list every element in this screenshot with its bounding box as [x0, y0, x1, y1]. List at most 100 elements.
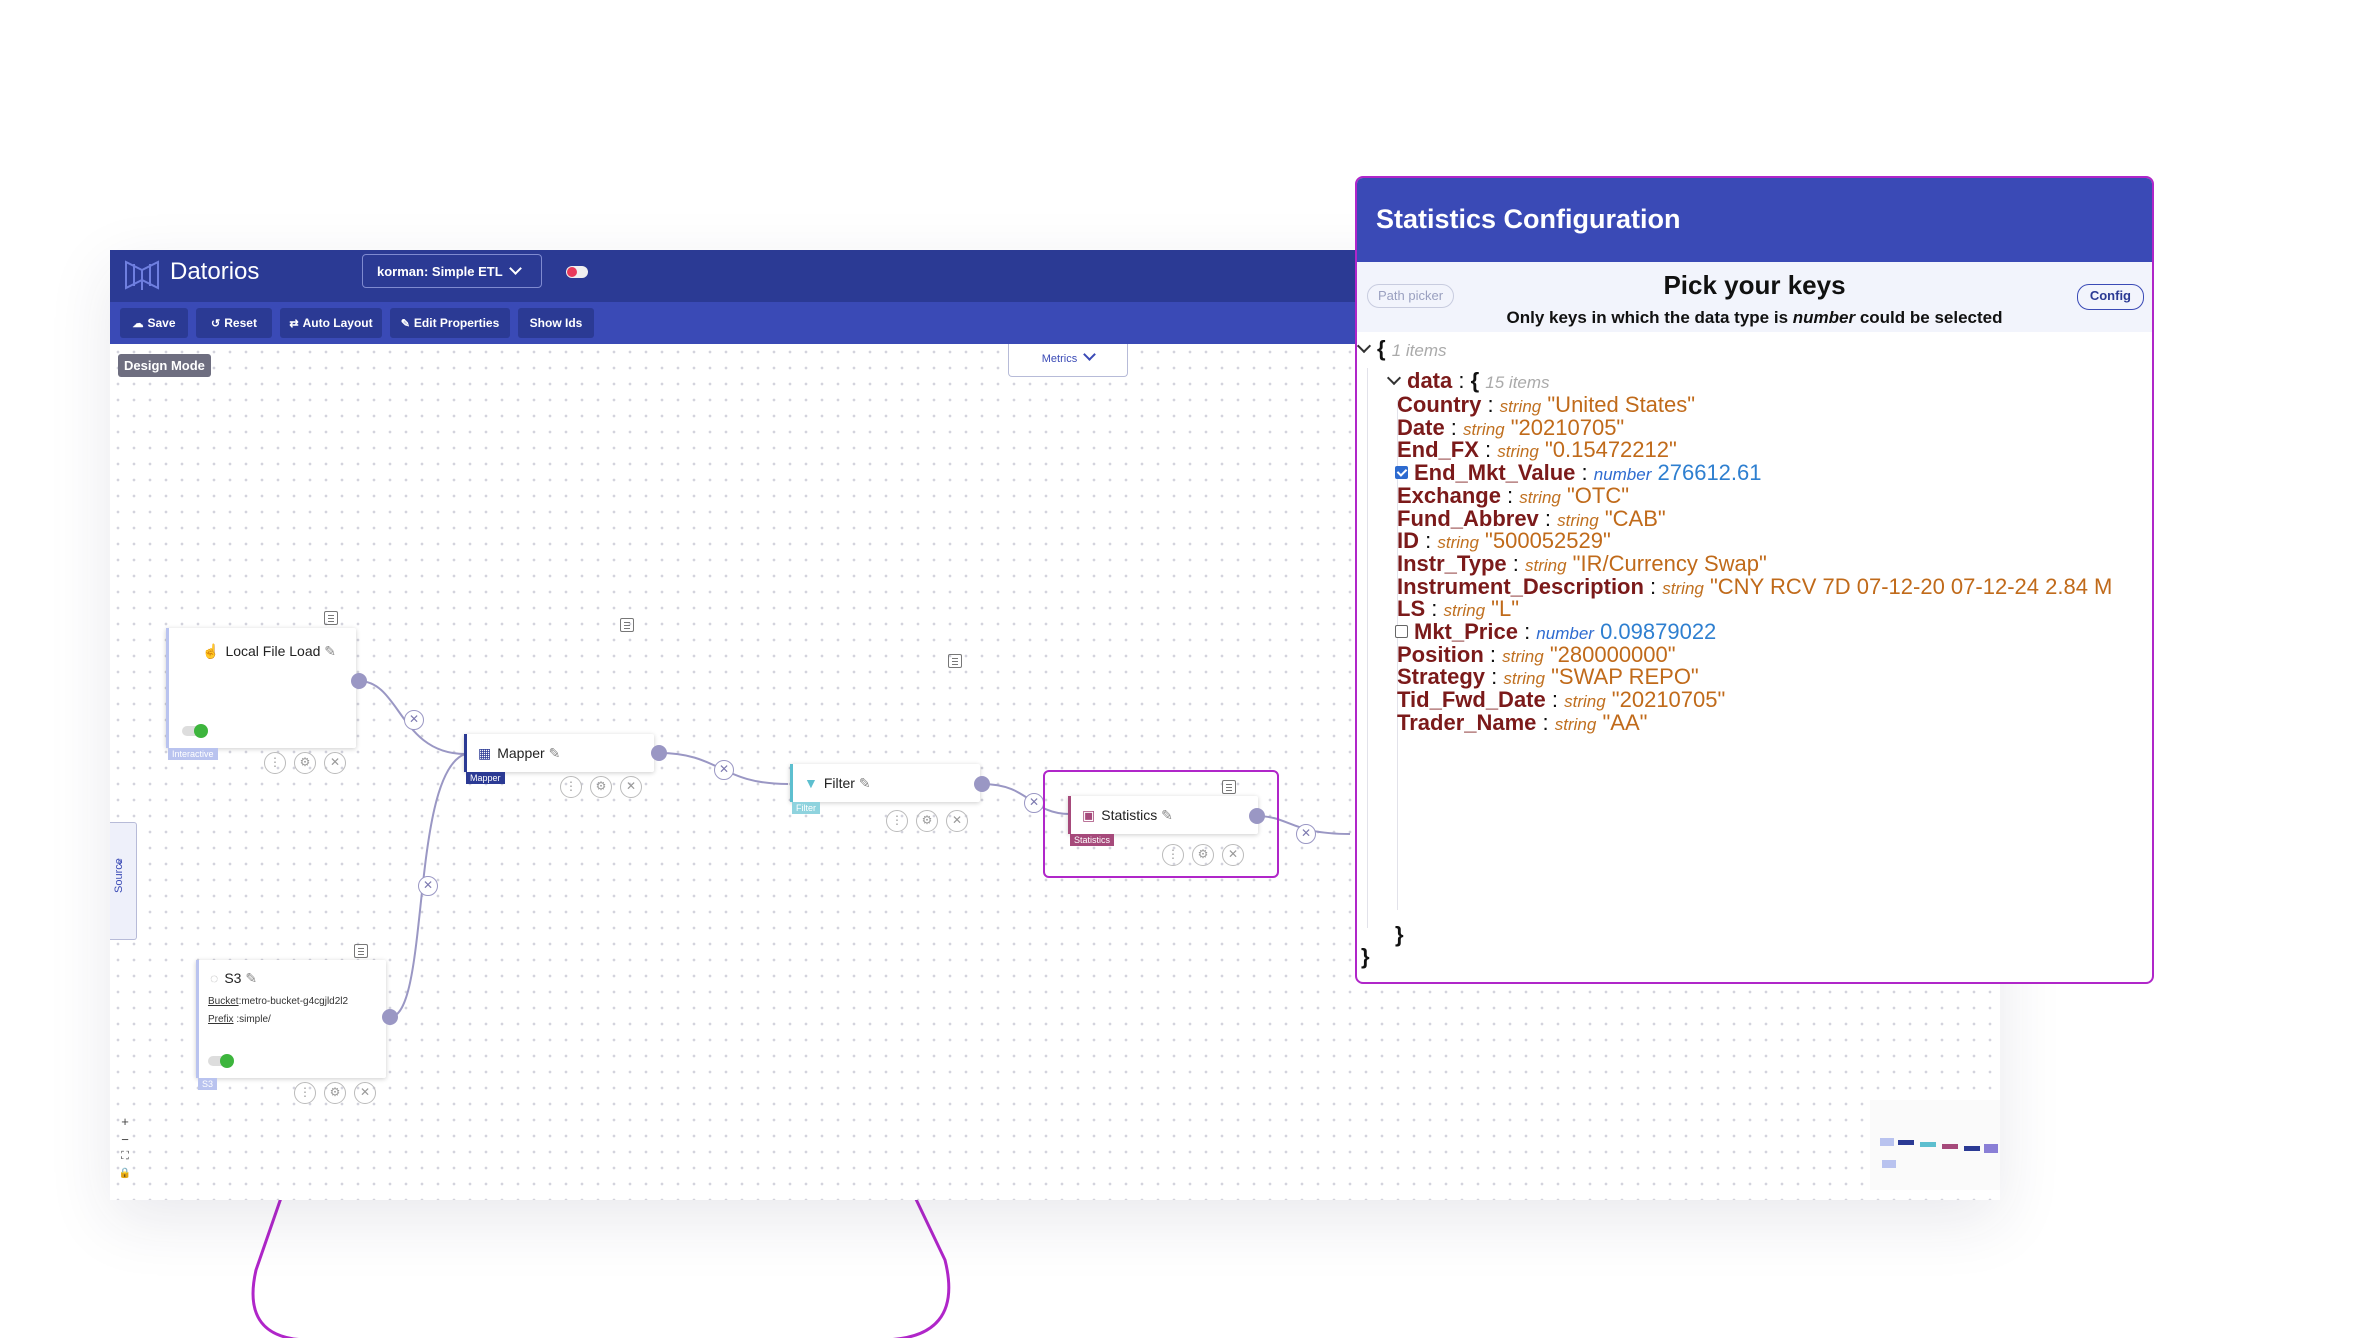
- show-ids-button[interactable]: Show Ids: [518, 308, 594, 338]
- gear-icon[interactable]: ⚙: [324, 1082, 346, 1104]
- field-value: "SWAP REPO": [1551, 664, 1699, 690]
- statistics-icon: ▣: [1082, 807, 1096, 823]
- edit-icon[interactable]: ✎: [548, 745, 561, 761]
- hand-icon: ☝: [202, 643, 220, 659]
- more-icon[interactable]: ⋮: [1162, 844, 1184, 866]
- node-menu-icon[interactable]: [324, 611, 338, 625]
- node-statistics[interactable]: ▣Statistics ✎: [1068, 796, 1258, 834]
- filter-icon: ▼: [804, 775, 818, 791]
- field-value: "20210705": [1611, 687, 1726, 713]
- node-tag: Statistics: [1070, 834, 1115, 846]
- node-toggle[interactable]: [208, 1054, 234, 1068]
- auto-layout-button[interactable]: ⇄Auto Layout: [280, 308, 382, 338]
- edit-icon[interactable]: ✎: [1161, 807, 1173, 823]
- node-local-file-load[interactable]: ☝Local File Load ✎: [166, 628, 356, 748]
- tree-root[interactable]: { 1 items: [1357, 336, 1446, 362]
- project-selector[interactable]: korman: Simple ETL: [362, 254, 542, 288]
- field-value: "0.15472212": [1544, 437, 1677, 463]
- field-type: string: [1497, 442, 1539, 462]
- key-checkbox[interactable]: [1395, 466, 1408, 480]
- field-key: Instr_Type: [1397, 550, 1507, 576]
- edge-delete-icon[interactable]: ✕: [1296, 824, 1316, 844]
- gear-icon[interactable]: ⚙: [294, 752, 316, 774]
- more-icon[interactable]: ⋮: [560, 776, 582, 798]
- pick-keys-hint: Only keys in which the data type is numb…: [1506, 308, 2003, 327]
- field-key: ID: [1397, 528, 1419, 554]
- output-port[interactable]: [651, 745, 667, 761]
- field-value: "CNY RCV 7D 07-12-20 07-12-24 2.84 M: [1709, 573, 2113, 599]
- tree-field-row: Instr_Type : string "IR/Currency Swap": [1397, 550, 1767, 576]
- edge-delete-icon[interactable]: ✕: [714, 760, 734, 780]
- close-icon[interactable]: ✕: [620, 776, 642, 798]
- edit-properties-button[interactable]: ✎Edit Properties: [390, 308, 510, 338]
- tree-field-row: Strategy : string "SWAP REPO": [1397, 664, 1699, 690]
- node-s3[interactable]: ◌S3 ✎ Bucket:metro-bucket-g4cgjld2l2 Pre…: [196, 960, 386, 1078]
- output-port[interactable]: [1249, 808, 1265, 824]
- close-icon[interactable]: ✕: [946, 810, 968, 832]
- node-menu-icon[interactable]: [354, 944, 368, 958]
- output-port[interactable]: [351, 673, 367, 689]
- gear-icon[interactable]: ⚙: [1192, 844, 1214, 866]
- field-value: "L": [1491, 596, 1520, 622]
- edge-delete-icon[interactable]: ✕: [418, 876, 438, 896]
- chevron-right-icon: ›: [118, 853, 123, 869]
- field-key: Mkt_Price: [1414, 619, 1518, 644]
- source-panel-tab[interactable]: › Source: [110, 822, 137, 940]
- field-value: "AA": [1602, 709, 1648, 735]
- zoom-in-button[interactable]: +: [121, 1114, 129, 1129]
- tree-field-row: ID : string "500052529": [1397, 528, 1611, 554]
- close-icon[interactable]: ✕: [324, 752, 346, 774]
- node-tag: Interactive: [168, 748, 218, 760]
- node-menu-icon[interactable]: [948, 654, 962, 668]
- field-type: string: [1524, 555, 1567, 575]
- close-icon[interactable]: ✕: [354, 1082, 376, 1104]
- tree-field-row[interactable]: End_Mkt_Value : number 276612.61: [1395, 460, 1762, 486]
- zoom-out-button[interactable]: −: [121, 1132, 129, 1147]
- edit-icon[interactable]: ✎: [245, 970, 258, 986]
- field-key: Exchange: [1397, 482, 1501, 508]
- more-icon[interactable]: ⋮: [264, 752, 286, 774]
- flow-canvas[interactable]: Design Mode Metrics › Source ✕ ✕ ✕ ✕ ✕ ☝…: [110, 344, 2000, 1200]
- node-mapper[interactable]: ▦Mapper ✎: [464, 734, 654, 772]
- key-checkbox[interactable]: [1395, 625, 1408, 638]
- node-menu-icon[interactable]: [1222, 780, 1236, 794]
- tree-field-row[interactable]: Mkt_Price : number 0.09879022: [1395, 619, 1716, 645]
- field-type: string: [1554, 714, 1597, 734]
- edge-delete-icon[interactable]: ✕: [1024, 793, 1044, 813]
- field-key: End_FX: [1397, 437, 1479, 463]
- node-controls: ⋮ ⚙ ✕: [264, 752, 354, 774]
- config-button[interactable]: Config: [2076, 284, 2144, 310]
- node-menu-icon[interactable]: [620, 618, 634, 632]
- s3-prefix: Prefix :simple/: [208, 1014, 271, 1025]
- minimap[interactable]: [1870, 1100, 2000, 1190]
- lock-button[interactable]: 🔒: [118, 1168, 132, 1179]
- edit-icon[interactable]: ✎: [858, 775, 871, 791]
- close-icon[interactable]: ✕: [1222, 844, 1244, 866]
- edit-icon[interactable]: ✎: [324, 643, 337, 659]
- node-tag: Mapper: [466, 772, 505, 784]
- reset-button[interactable]: ↺Reset: [196, 308, 272, 338]
- field-value: "500052529": [1485, 528, 1611, 554]
- path-picker-button[interactable]: Path picker: [1367, 284, 1455, 308]
- statistics-configuration-dialog: Statistics Configuration Pick your keys …: [1355, 176, 2154, 984]
- fit-view-button[interactable]: ⛶: [121, 1150, 129, 1162]
- field-value: "United States": [1547, 392, 1696, 417]
- chevron-down-icon: [1357, 338, 1372, 354]
- edge-delete-icon[interactable]: ✕: [404, 710, 424, 730]
- metrics-dropdown[interactable]: Metrics: [1008, 344, 1128, 377]
- field-value: "20210705": [1510, 414, 1625, 440]
- node-toggle[interactable]: [182, 724, 208, 738]
- output-port[interactable]: [974, 776, 990, 792]
- more-icon[interactable]: ⋮: [294, 1082, 316, 1104]
- tree-data-node[interactable]: data : { 15 items: [1386, 368, 1550, 394]
- node-filter[interactable]: ▼Filter ✎: [790, 764, 980, 802]
- more-icon[interactable]: ⋮: [886, 810, 908, 832]
- gear-icon[interactable]: ⚙: [590, 776, 612, 798]
- s3-bucket: Bucket:metro-bucket-g4cgjld2l2: [208, 996, 349, 1007]
- save-button[interactable]: ☁Save: [120, 308, 188, 338]
- field-type: string: [1437, 533, 1479, 553]
- output-port[interactable]: [382, 1009, 398, 1025]
- gear-icon[interactable]: ⚙: [916, 810, 938, 832]
- mode-toggle[interactable]: [566, 266, 588, 278]
